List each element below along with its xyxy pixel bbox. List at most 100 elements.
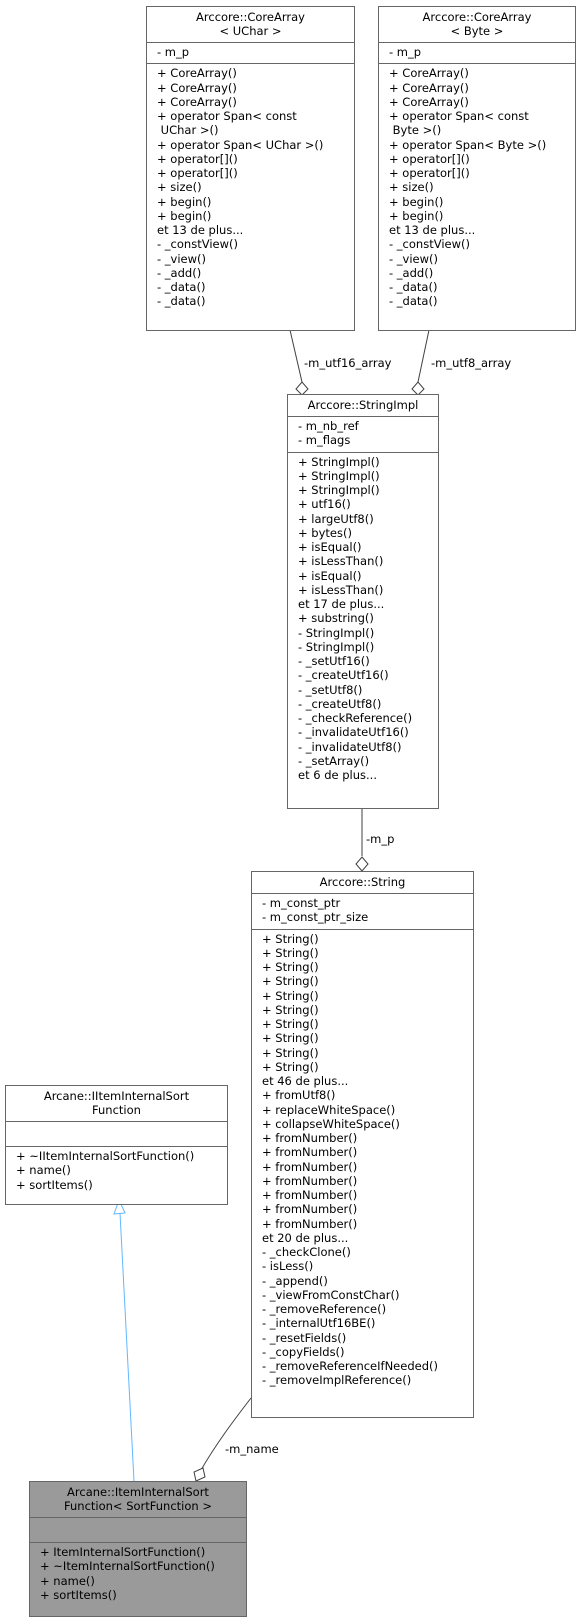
method-line: + isEqual() [298, 540, 362, 554]
method-line: + String() [262, 1045, 319, 1060]
class-string[interactable]: Arccore::String- m_const_ptr- m_const_pt… [251, 871, 474, 1418]
method-line: - _append() [262, 1273, 328, 1288]
method-line: - _createUtf16() [298, 668, 389, 683]
method-line: + fromNumber() [262, 1131, 358, 1145]
method-line: - _checkClone() [262, 1245, 351, 1259]
method-line: + CoreArray() [157, 80, 237, 95]
method-line: + String() [262, 945, 319, 960]
edge-label-utf8-array: -m_utf8_array [431, 356, 512, 370]
attribute-line: - m_nb_ref [298, 419, 359, 433]
attribute-section [6, 1122, 227, 1147]
class-title-line: Arccore::String [319, 875, 406, 889]
method-section: + StringImpl()+ StringImpl()+ StringImpl… [288, 453, 438, 787]
class-title-line: Arcane::IItemInternalSort [43, 1089, 190, 1103]
method-line: - _add() [157, 265, 202, 280]
method-line: - StringImpl() [298, 625, 375, 640]
method-line: + isLessThan() [298, 554, 384, 569]
method-line: - _invalidateUtf16() [298, 725, 409, 740]
method-line: - _data() [157, 294, 206, 309]
method-line: + CoreArray() [389, 80, 469, 95]
method-line: - _resetFields() [262, 1330, 347, 1345]
edge-label-utf16-array: -m_utf16_array [304, 356, 392, 370]
method-line: UChar >() [157, 123, 219, 138]
method-line: + ~ItemInternalSortFunction() [40, 1559, 215, 1574]
method-line: - isLess() [262, 1259, 314, 1274]
method-line: + String() [262, 1059, 319, 1074]
method-line: - _removeReference() [262, 1302, 387, 1316]
method-section: + ~IItemInternalSortFunction()+ name()+ … [6, 1147, 227, 1196]
method-line: + fromNumber() [262, 1188, 358, 1202]
method-line: + CoreArray() [157, 66, 237, 81]
attribute-section [30, 1518, 246, 1543]
class-title-line: < UChar > [219, 24, 282, 38]
method-line: + String() [262, 1017, 319, 1031]
method-line: + fromNumber() [262, 1173, 358, 1188]
method-line: - _view() [157, 251, 207, 266]
method-line: et 46 de plus... [262, 1074, 349, 1088]
method-line: + CoreArray() [389, 94, 469, 109]
method-line: + size() [157, 180, 202, 195]
method-line: + operator[]() [389, 151, 470, 166]
edge-label-m-name: -m_name [225, 1442, 279, 1456]
method-line: + begin() [389, 194, 444, 209]
inheritance-arrowhead [113, 1198, 126, 1215]
class-title: Arccore::String [252, 872, 473, 894]
method-line: - _setArray() [298, 753, 370, 768]
method-line: et 20 de plus... [262, 1230, 349, 1245]
method-line: - _invalidateUtf8() [298, 739, 402, 754]
method-line: + fromNumber() [262, 1216, 358, 1231]
method-line: + operator[]() [389, 166, 470, 180]
attribute-section: - m_p [379, 43, 575, 65]
attribute-section: - m_nb_ref- m_flags [288, 417, 438, 453]
method-line: + String() [262, 1002, 319, 1017]
class-title-line: Arccore::CoreArray [196, 10, 305, 24]
composition-diamond-m-p [355, 856, 369, 872]
method-line: - _internalUtf16BE() [262, 1316, 376, 1331]
method-line: + size() [389, 180, 434, 195]
method-section: + String()+ String()+ String()+ String()… [252, 930, 473, 1392]
method-line: - _viewFromConstChar() [262, 1287, 400, 1302]
edge-utf16-array [289, 329, 303, 383]
method-line: + begin() [157, 208, 212, 223]
class-core-array-uchar[interactable]: Arccore::CoreArray< UChar >- m_p+ CoreAr… [146, 6, 355, 331]
method-line: - _copyFields() [262, 1344, 345, 1359]
class-core-array-byte[interactable]: Arccore::CoreArray< Byte >- m_p+ CoreArr… [378, 6, 576, 331]
attribute-line: - m_p [389, 45, 422, 59]
method-line: - _setUtf16() [298, 654, 370, 668]
method-line: + fromNumber() [262, 1202, 358, 1217]
method-line: + bytes() [298, 525, 352, 540]
method-line: et 6 de plus... [298, 768, 377, 782]
method-line: + operator Span< UChar >() [157, 137, 324, 152]
method-line: + replaceWhiteSpace() [262, 1102, 396, 1117]
method-line: + fromNumber() [262, 1159, 358, 1174]
method-line: + name() [16, 1163, 71, 1178]
method-line: et 13 de plus... [157, 223, 244, 237]
class-title: Arccore::CoreArray< Byte > [379, 7, 575, 43]
method-line: + StringImpl() [298, 454, 380, 469]
method-line: + name() [40, 1573, 95, 1588]
method-line: - _removeReferenceIfNeeded() [262, 1359, 438, 1373]
attribute-section: - m_p [147, 43, 354, 65]
method-line: + ItemInternalSortFunction() [40, 1545, 206, 1559]
method-line: + operator Span< const [389, 109, 529, 123]
class-string-impl[interactable]: Arccore::StringImpl- m_nb_ref- m_flags+ … [287, 394, 439, 809]
method-line: + fromUtf8() [262, 1088, 336, 1103]
class-title: Arccore::CoreArray< UChar > [147, 7, 354, 43]
method-line: + collapseWhiteSpace() [262, 1116, 400, 1131]
method-line: + begin() [157, 194, 212, 209]
method-line: + utf16() [298, 497, 351, 512]
class-title-line: Arccore::StringImpl [307, 398, 419, 412]
edge-inheritance [119, 1212, 135, 1482]
edge-m-name [200, 1397, 252, 1471]
method-line: - _data() [389, 280, 438, 294]
method-section: + CoreArray()+ CoreArray()+ CoreArray()+… [379, 64, 575, 312]
method-line: - _constView() [389, 237, 470, 252]
method-line: - _view() [389, 251, 439, 266]
method-line: + isLessThan() [298, 582, 384, 597]
method-line: + operator Span< const [157, 109, 297, 123]
class-title-line: < Byte > [450, 24, 504, 38]
